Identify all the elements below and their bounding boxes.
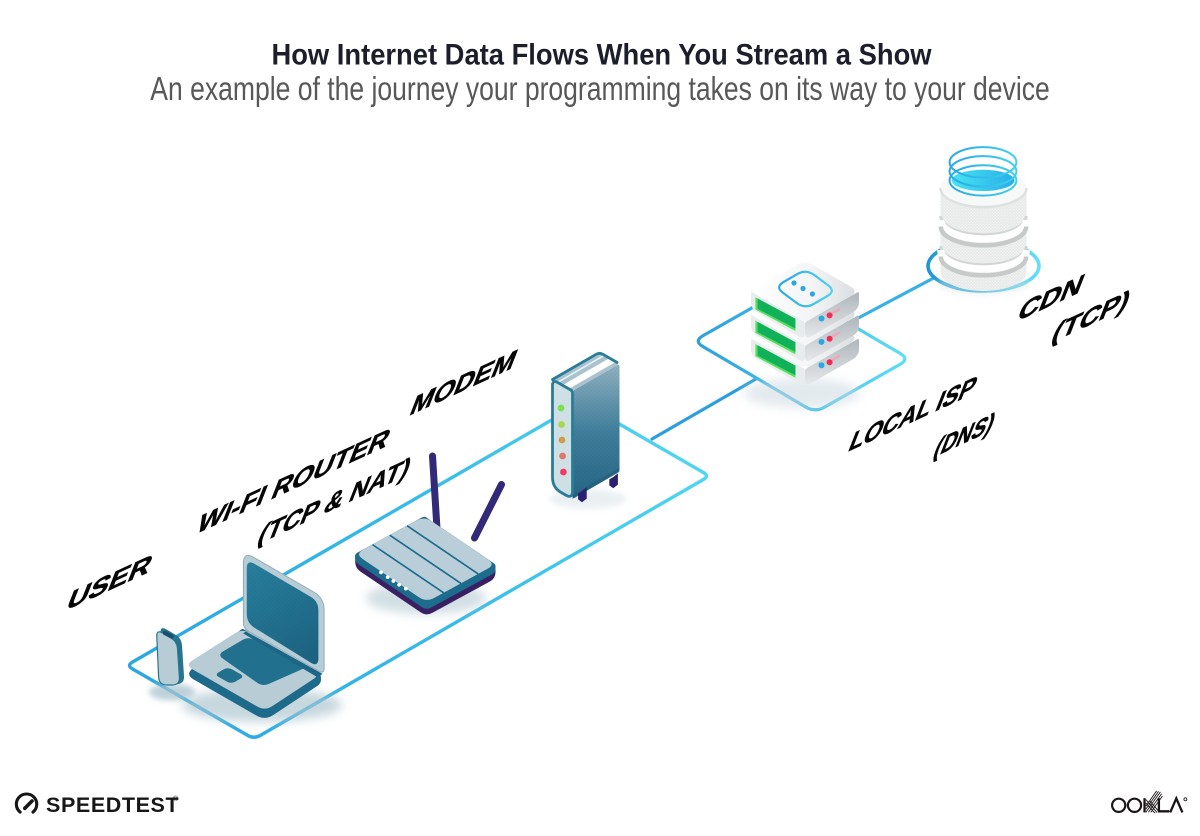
svg-text:How Internet Data Flows When Y: How Internet Data Flows When You Stream … (271, 38, 932, 71)
svg-text:An example of the journey your: An example of the journey your programmi… (150, 71, 1049, 107)
svg-text:(DNS): (DNS) (930, 406, 1001, 464)
svg-text:SPEEDTEST: SPEEDTEST (46, 793, 179, 817)
svg-text:®: ® (173, 795, 179, 803)
svg-text:USER: USER (62, 548, 157, 617)
svg-text:MODEM: MODEM (406, 344, 522, 423)
